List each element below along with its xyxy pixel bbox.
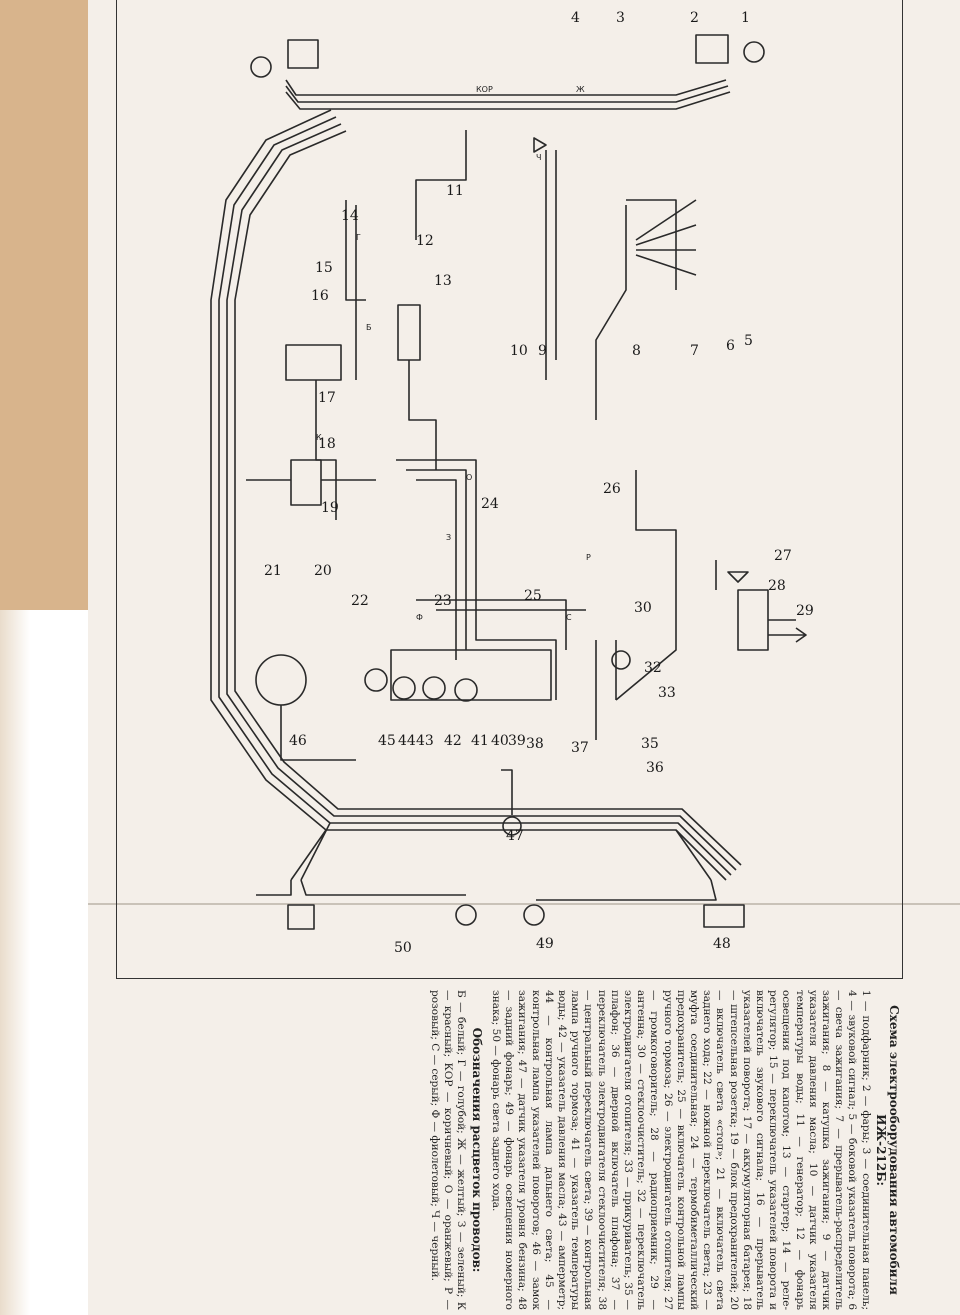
legend-body: 1 — подфарник; 2 — фары; 3 — соединитель…: [489, 990, 872, 1310]
callout-22: 22: [351, 593, 369, 609]
callout-43: 43: [416, 733, 434, 749]
callout-15: 15: [315, 260, 333, 276]
wire-label-f: Ф: [416, 613, 423, 622]
callout-26: 26: [603, 481, 621, 497]
legend-block: Схема электрооборудования автомобиля ИЖ-…: [170, 990, 901, 1310]
callout-5: 5: [744, 333, 753, 349]
callout-50: 50: [394, 940, 412, 956]
callout-30: 30: [634, 600, 652, 616]
callout-4: 4: [571, 10, 580, 26]
legend-colors-body: Б — белый; Г — голубой; Ж — желтый; З — …: [429, 990, 468, 1310]
callout-17: 17: [318, 390, 336, 406]
wire-label-z: З: [446, 533, 451, 542]
callout-46: 46: [289, 733, 307, 749]
callout-33: 33: [658, 685, 676, 701]
callout-20: 20: [314, 563, 332, 579]
wire-label-o: О: [466, 473, 472, 482]
callout-39: 39: [508, 733, 526, 749]
folded-page-edge: [0, 0, 92, 610]
callout-48: 48: [713, 936, 731, 952]
wire-label-r: Р: [586, 553, 591, 562]
callout-21: 21: [264, 563, 282, 579]
callout-23: 23: [434, 593, 452, 609]
callout-8: 8: [632, 343, 641, 359]
callout-3: 3: [616, 10, 625, 26]
wire-label-g: Г: [356, 233, 361, 242]
callout-25: 25: [524, 588, 542, 604]
paper-fold-line: [88, 903, 960, 905]
callout-16: 16: [311, 288, 329, 304]
wire-label-kor: КОР: [476, 85, 493, 94]
wire-code-labels: КОР Ж Ч Г Б О К З Ф Р С: [316, 85, 591, 622]
callout-41: 41: [471, 733, 489, 749]
callout-35: 35: [641, 736, 659, 752]
callout-10: 10: [510, 343, 528, 359]
callout-9: 9: [538, 343, 547, 359]
callout-37: 37: [571, 740, 589, 756]
diagram-frame: [116, 0, 903, 979]
callout-40: 40: [491, 733, 509, 749]
callout-27: 27: [774, 548, 792, 564]
harness-left: [210, 109, 727, 881]
legend-colors-title: Обозначения расцветок проводов:: [469, 1027, 484, 1273]
callout-47: 47: [506, 828, 524, 844]
callout-24: 24: [481, 496, 499, 512]
callout-2: 2: [690, 10, 699, 26]
wire-label-b: Б: [366, 323, 372, 332]
callout-7: 7: [690, 343, 699, 359]
wiring-diagram: 1 2 3 4 5 6 7 8 9 10 11 12 13 14 15 16 1…: [210, 10, 814, 956]
callout-29: 29: [796, 603, 814, 619]
callout-14: 14: [341, 208, 359, 224]
callout-1: 1: [741, 10, 750, 26]
legend-text: Схема электрооборудования автомобиля ИЖ-…: [428, 990, 901, 1310]
legend-title: Схема электрооборудования автомобиля ИЖ-…: [873, 1005, 901, 1295]
callout-44: 44: [398, 733, 416, 749]
callout-12: 12: [416, 233, 434, 249]
callout-labels: 1 2 3 4 5 6 7 8 9 10 11 12 13 14 15 16 1…: [264, 10, 814, 956]
paper-sheet: [88, 0, 960, 1315]
wire-label-ch: Ч: [536, 153, 541, 162]
wire-label-s: С: [566, 613, 572, 622]
callout-49: 49: [536, 936, 554, 952]
callout-42: 42: [444, 733, 462, 749]
callout-45: 45: [378, 733, 396, 749]
callout-38: 38: [526, 736, 544, 752]
wire-label-zh: Ж: [576, 85, 585, 94]
callout-36: 36: [646, 760, 664, 776]
callout-13: 13: [434, 273, 452, 289]
callout-19: 19: [321, 500, 339, 516]
harness-bottom: [290, 822, 712, 881]
callout-32: 32: [644, 660, 662, 676]
harness-top: [285, 79, 731, 110]
callout-6: 6: [726, 338, 735, 354]
callout-11: 11: [446, 183, 464, 199]
callout-28: 28: [768, 578, 786, 594]
wire-label-k: К: [316, 433, 322, 442]
callout-18: 18: [318, 436, 336, 452]
